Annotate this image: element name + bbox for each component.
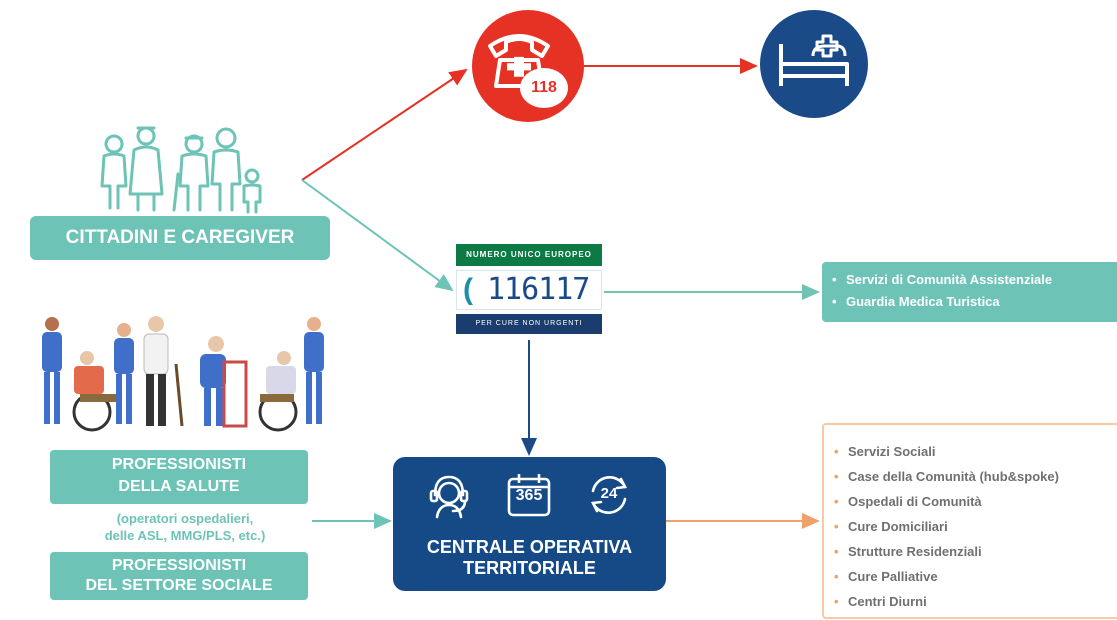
health-professionals-label: PROFESSIONISTI DELLA SALUTE (50, 450, 308, 504)
list-item: • Cure Palliative (834, 564, 1117, 589)
list-item: • Case della Comunità (hub&spoke) (834, 464, 1117, 489)
nue-number-panel: ( 116117 (456, 270, 602, 310)
list-item: • Ospedali di Comunità (834, 489, 1117, 514)
clock-number: 24 (600, 485, 618, 502)
list-item-label: Strutture Residenziali (848, 544, 982, 559)
list-item: • Cure Domiciliari (834, 514, 1117, 539)
arrow-citizens-to-118 (301, 68, 468, 181)
health-professionals-line1: PROFESSIONISTI (111, 456, 247, 473)
list-item-label: Servizi Sociali (848, 444, 936, 459)
headset-operator-icon (429, 475, 469, 519)
nue-bottom-text: PER CURE NON URGENTI (456, 314, 602, 334)
bullet: • (832, 294, 837, 309)
list-item-label: Guardia Medica Turistica (846, 294, 1000, 309)
list-item-label: Ospedali di Comunità (848, 494, 982, 509)
list-item-label: Centri Diurni (848, 594, 927, 609)
list-item-label: Servizi di Comunità Assistenziale (846, 272, 1053, 287)
cot-box: 365 24 CENTRALE OPERATIVA TERRITORIALE (393, 457, 666, 591)
list-item: • Guardia Medica Turistica (832, 291, 1117, 313)
nue-116117-logo: NUMERO UNICO EUROPEO ( 116117 PER CURE N… (456, 244, 602, 338)
bullet: • (834, 469, 839, 484)
family-group-icon (100, 126, 262, 214)
social-professionals-label: PROFESSIONISTI DEL SETTORE SOCIALE (50, 552, 308, 600)
social-professionals-line2: DEL SETTORE SOCIALE (85, 577, 273, 594)
bullet: • (834, 494, 839, 509)
health-professionals-note: (operatori ospedalieri, delle ASL, MMG/P… (62, 510, 308, 544)
cot-title-line1: CENTRALE OPERATIVA (426, 537, 633, 557)
health-professionals-note-line2: delle ASL, MMG/PLS, etc.) (104, 528, 266, 543)
list-item-label: Case della Comunità (hub&spoke) (848, 469, 1059, 484)
bullet: • (834, 444, 839, 459)
list-item: • Servizi di Comunità Assistenziale (832, 269, 1117, 291)
list-item-label: Cure Domiciliari (848, 519, 948, 534)
bullet: • (834, 544, 839, 559)
list-item-label: Cure Palliative (848, 569, 938, 584)
emergency-number-badge: 118 (520, 68, 568, 108)
nue-top-text: NUMERO UNICO EUROPEO (456, 244, 602, 266)
bullet: • (834, 519, 839, 534)
circular-arrows-icon (591, 476, 627, 514)
cot-title-line2: TERRITORIALE (463, 558, 596, 578)
nue-number: 116117 (487, 272, 590, 307)
arrow-citizens-to-116117 (301, 179, 454, 292)
social-professionals-line1: PROFESSIONISTI (111, 557, 247, 574)
calendar-number: 365 (515, 487, 543, 504)
list-item: • Centri Diurni (834, 589, 1117, 614)
phone-handset-icon: ( (463, 273, 473, 306)
list-item: • Servizi Sociali (834, 439, 1117, 464)
hospital-circle (760, 10, 868, 118)
calendar-frame-icon (507, 474, 551, 517)
clock-24-icon: 24 (585, 471, 633, 519)
nue-services-list: • Servizi di Comunità Assistenziale • Guar… (822, 262, 1117, 322)
bullet: • (834, 569, 839, 584)
cot-services-list: • Servizi Sociali • Case della Comunità (h… (822, 423, 1117, 619)
bullet: • (834, 594, 839, 609)
bullet: • (832, 272, 837, 287)
citizens-label: CITTADINI E CAREGIVER (30, 216, 330, 260)
health-professionals-line2: DELLA SALUTE (118, 478, 240, 495)
emergency-118-circle (472, 10, 584, 122)
calendar-365-icon: 365 (505, 471, 553, 519)
hospital-bed-icon (779, 34, 849, 86)
caregivers-with-elderly-illustration (42, 316, 324, 432)
list-item: • Strutture Residenziali (834, 539, 1117, 564)
cot-title: CENTRALE OPERATIVA TERRITORIALE (393, 537, 666, 579)
health-professionals-note-line1: (operatori ospedalieri, (116, 511, 254, 526)
